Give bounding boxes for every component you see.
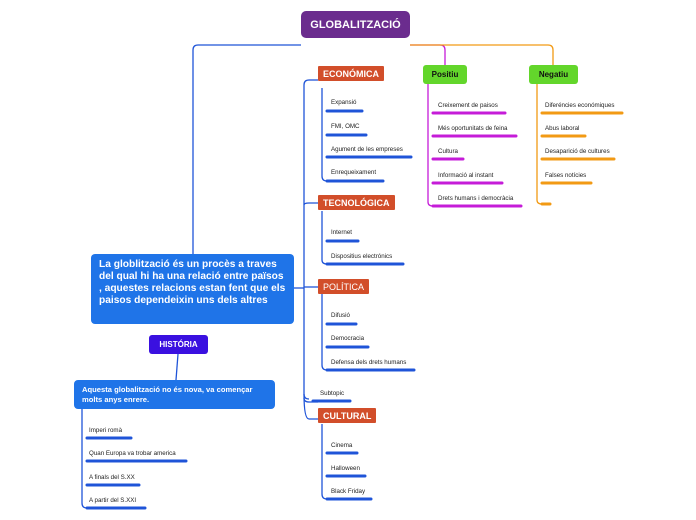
historia-item-3[interactable]: A finals del S.XX [89, 474, 135, 481]
positiu-item-2[interactable]: Més oportunitats de feina [438, 125, 508, 132]
historia-description-node[interactable]: Aquesta globalització no és nova, va com… [74, 380, 275, 409]
tecnologica-item-2[interactable]: Dispositius electrónics [331, 253, 393, 260]
cultural-item-3[interactable]: Black Friday [331, 488, 366, 495]
positiu-node[interactable]: Positiu [423, 65, 467, 84]
economica-item-3[interactable]: Agument de les empreses [331, 146, 403, 153]
category-politica[interactable]: POLÍTICA [318, 279, 370, 294]
historia-item-2[interactable]: Quan Europa va trobar america [89, 450, 176, 457]
positiu-item-4[interactable]: Informació al instant [438, 172, 494, 179]
politica-item-3[interactable]: Defensa dels drets humans [331, 359, 407, 366]
negatiu-item-1[interactable]: Diferéncies económiques [545, 102, 615, 109]
historia-node[interactable]: HISTÓRIA [149, 335, 208, 354]
positiu-item-1[interactable]: Creixement de paisos [438, 102, 498, 109]
economica-item-4[interactable]: Enrequeixament [331, 169, 377, 176]
politica-item-1[interactable]: Difusió [331, 312, 350, 319]
economica-item-1[interactable]: Expansió [331, 99, 357, 106]
categories-trunk [303, 79, 310, 400]
root-to-positiu-connector [410, 44, 446, 66]
category-economica[interactable]: ECONÓMICA [318, 66, 384, 81]
politica-item-2[interactable]: Democracia [331, 335, 365, 342]
economica-item-2[interactable]: FMI, OMC [331, 123, 360, 130]
positiu-item-5[interactable]: Drets humans i democràcia [438, 195, 514, 202]
category-tecnologica[interactable]: TECNOLÓGICA [318, 195, 395, 210]
root-node-globalitzacio[interactable]: GLOBALITZACIÓ [301, 11, 410, 38]
tecnologica-item-1[interactable]: Internet [331, 229, 352, 236]
historia-item-4[interactable]: A partir del S.XXI [89, 497, 137, 504]
cultural-item-2[interactable]: Halloween [331, 465, 360, 472]
category-cultural[interactable]: CULTURAL [318, 408, 377, 423]
negatiu-node[interactable]: Negatiu [529, 65, 578, 84]
subtopic-node[interactable]: Subtopic [320, 390, 345, 397]
root-to-main-connector [192, 44, 301, 254]
root-to-negatiu-connector [410, 44, 554, 66]
historia-item-1[interactable]: Imperi romà [89, 427, 123, 434]
positiu-item-3[interactable]: Cultura [438, 148, 458, 155]
negatiu-item-2[interactable]: Abus laboral [545, 125, 580, 132]
negatiu-item-4[interactable]: Falses notícies [545, 172, 587, 179]
main-description-node[interactable]: La globlització és un procès a traves de… [91, 254, 294, 324]
cultural-item-1[interactable]: Cinema [331, 442, 353, 449]
negatiu-item-3[interactable]: Desaparició de cultures [545, 148, 610, 155]
